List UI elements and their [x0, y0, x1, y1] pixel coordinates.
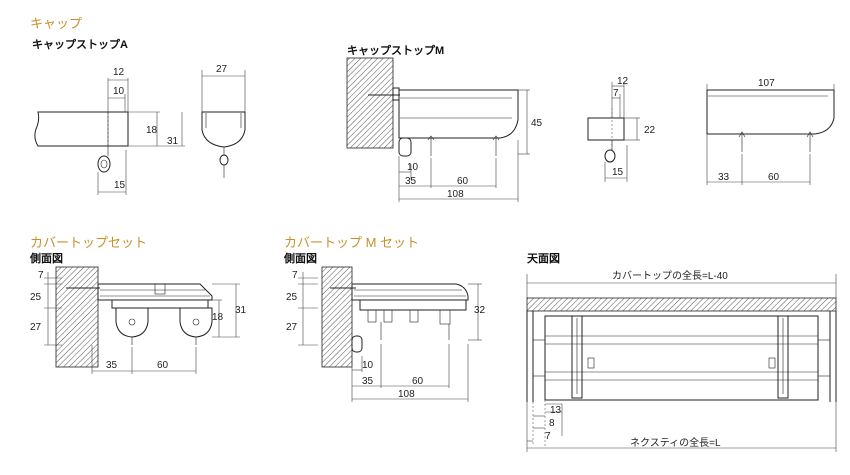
dim-c2-10: 10	[362, 360, 374, 371]
dim-top-13: 13	[550, 405, 562, 416]
dim-s-107: 107	[758, 78, 775, 89]
dim-m-60: 60	[457, 176, 469, 187]
subtitle-side-view-2: 側面図	[284, 253, 317, 265]
section-title-cap: キャップ	[30, 16, 83, 31]
cap-stop-a-side-view: 12 10 18 31 15	[34, 67, 185, 195]
dim-a-12: 12	[113, 67, 125, 78]
dim-s-60-b: 60	[768, 172, 780, 183]
dim-c1-18: 18	[212, 312, 224, 323]
dim-s-7: 7	[613, 88, 619, 99]
dim-c2-7: 7	[292, 270, 298, 281]
cover-top-side-view-1: 7 25 27 31 18 35 60	[30, 266, 247, 374]
dim-m-35: 35	[405, 176, 417, 187]
cap-stop-small-side-view: 12 7 22 15	[587, 76, 656, 182]
dim-a-18: 18	[146, 125, 158, 136]
dim-c1-60: 60	[157, 360, 169, 371]
dim-c2-108: 108	[398, 389, 415, 400]
subtitle-top-view: 天面図	[527, 253, 560, 265]
subtitle-cap-stop-m: キャップストップM	[347, 45, 445, 57]
dim-m-10: 10	[407, 162, 419, 173]
section-title-cover-top-m-set: カバートップ M セット	[284, 235, 420, 250]
top-view-drawing: カバートップの全長=L-40 13 8 7 ネクスティの全長=L	[526, 269, 837, 452]
dim-a-15: 15	[114, 180, 126, 191]
subtitle-side-view-1: 側面図	[30, 253, 63, 265]
section-title-cover-top-set: カバートップセット	[30, 235, 148, 250]
dim-c1-7: 7	[38, 270, 44, 281]
cap-stop-m-view: 45 10 35 60 108	[346, 57, 543, 202]
dim-top-7: 7	[545, 431, 551, 442]
label-cover-top-length: カバートップの全長=L-40	[612, 269, 728, 282]
subtitle-cap-stop-a: キャップストップA	[32, 39, 128, 51]
dim-a-31: 31	[167, 136, 179, 147]
dim-m-108: 108	[447, 189, 464, 200]
label-necktie-length: ネクスティの全長=L	[630, 436, 721, 449]
dim-top-8: 8	[549, 418, 555, 429]
dim-c1-25: 25	[30, 292, 42, 303]
dim-c2-60: 60	[412, 376, 424, 387]
cover-top-side-view-2: 7 25 27 32 10 35 60 108	[286, 266, 486, 402]
dim-c1-35: 35	[106, 360, 118, 371]
cap-stop-a-front-view: 27	[201, 64, 246, 178]
dim-s-12: 12	[617, 76, 629, 87]
cap-front-view: 107 33 60	[706, 78, 835, 185]
dim-c1-31: 31	[235, 305, 247, 316]
dim-c2-27: 27	[286, 322, 298, 333]
dim-a-27: 27	[216, 64, 228, 75]
dim-s-15: 15	[612, 167, 624, 178]
dim-s-22: 22	[644, 125, 656, 136]
dim-c2-32: 32	[474, 305, 486, 316]
dim-s-33: 33	[718, 172, 730, 183]
dim-m-45: 45	[531, 118, 543, 129]
dim-c2-25: 25	[286, 292, 298, 303]
dim-c2-35: 35	[362, 376, 374, 387]
dim-a-10: 10	[113, 86, 125, 97]
dim-c1-27: 27	[30, 322, 42, 333]
